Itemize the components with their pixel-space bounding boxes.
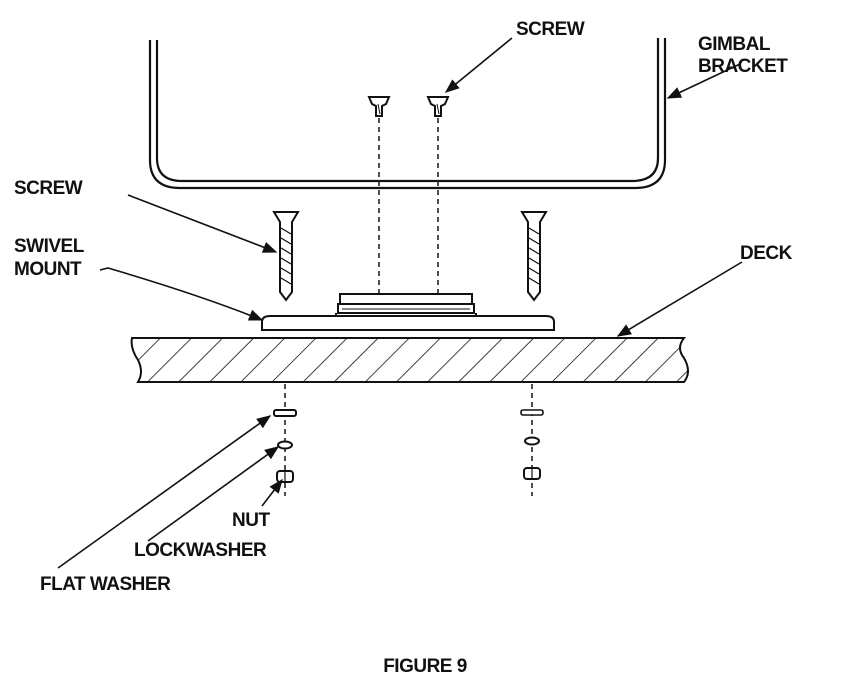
mount-screw-right (520, 211, 548, 302)
leader-gimbal-bracket (666, 63, 741, 99)
flat-washer-right (520, 409, 544, 416)
label-flat-washer: FLAT WASHER (40, 574, 171, 595)
leader-deck (616, 261, 743, 337)
leader-screw-left (127, 194, 278, 253)
label-nut: NUT (232, 510, 270, 531)
nut-right (523, 467, 541, 480)
figure-caption: FIGURE 9 (383, 656, 467, 677)
label-screw-left: SCREW (14, 178, 83, 199)
nut-left (276, 470, 294, 483)
label-gimbal-line1: GIMBAL (698, 34, 771, 55)
label-deck: DECK (740, 243, 793, 264)
top-screw-left (367, 96, 391, 117)
leader-screw-top (444, 37, 513, 93)
label-gimbal-line2: BRACKET (698, 56, 788, 77)
lockwasher-right (524, 436, 540, 446)
gimbal-bracket (148, 38, 667, 190)
label-swivel-line1: SWIVEL (14, 236, 85, 257)
lockwasher-left (277, 440, 293, 450)
top-screw-right (426, 96, 450, 117)
leader-swivel-mount (99, 267, 264, 321)
label-swivel-line2: MOUNT (14, 259, 82, 280)
swivel-mount (261, 293, 555, 331)
label-lockwasher: LOCKWASHER (134, 540, 267, 561)
mount-screw-left (272, 211, 300, 302)
leader-lockwasher (147, 446, 280, 542)
label-screw-top: SCREW (516, 19, 585, 40)
deck (130, 337, 689, 383)
leader-nut (261, 478, 283, 507)
leader-flat-washer (57, 415, 272, 569)
flat-washer-left (273, 409, 297, 417)
